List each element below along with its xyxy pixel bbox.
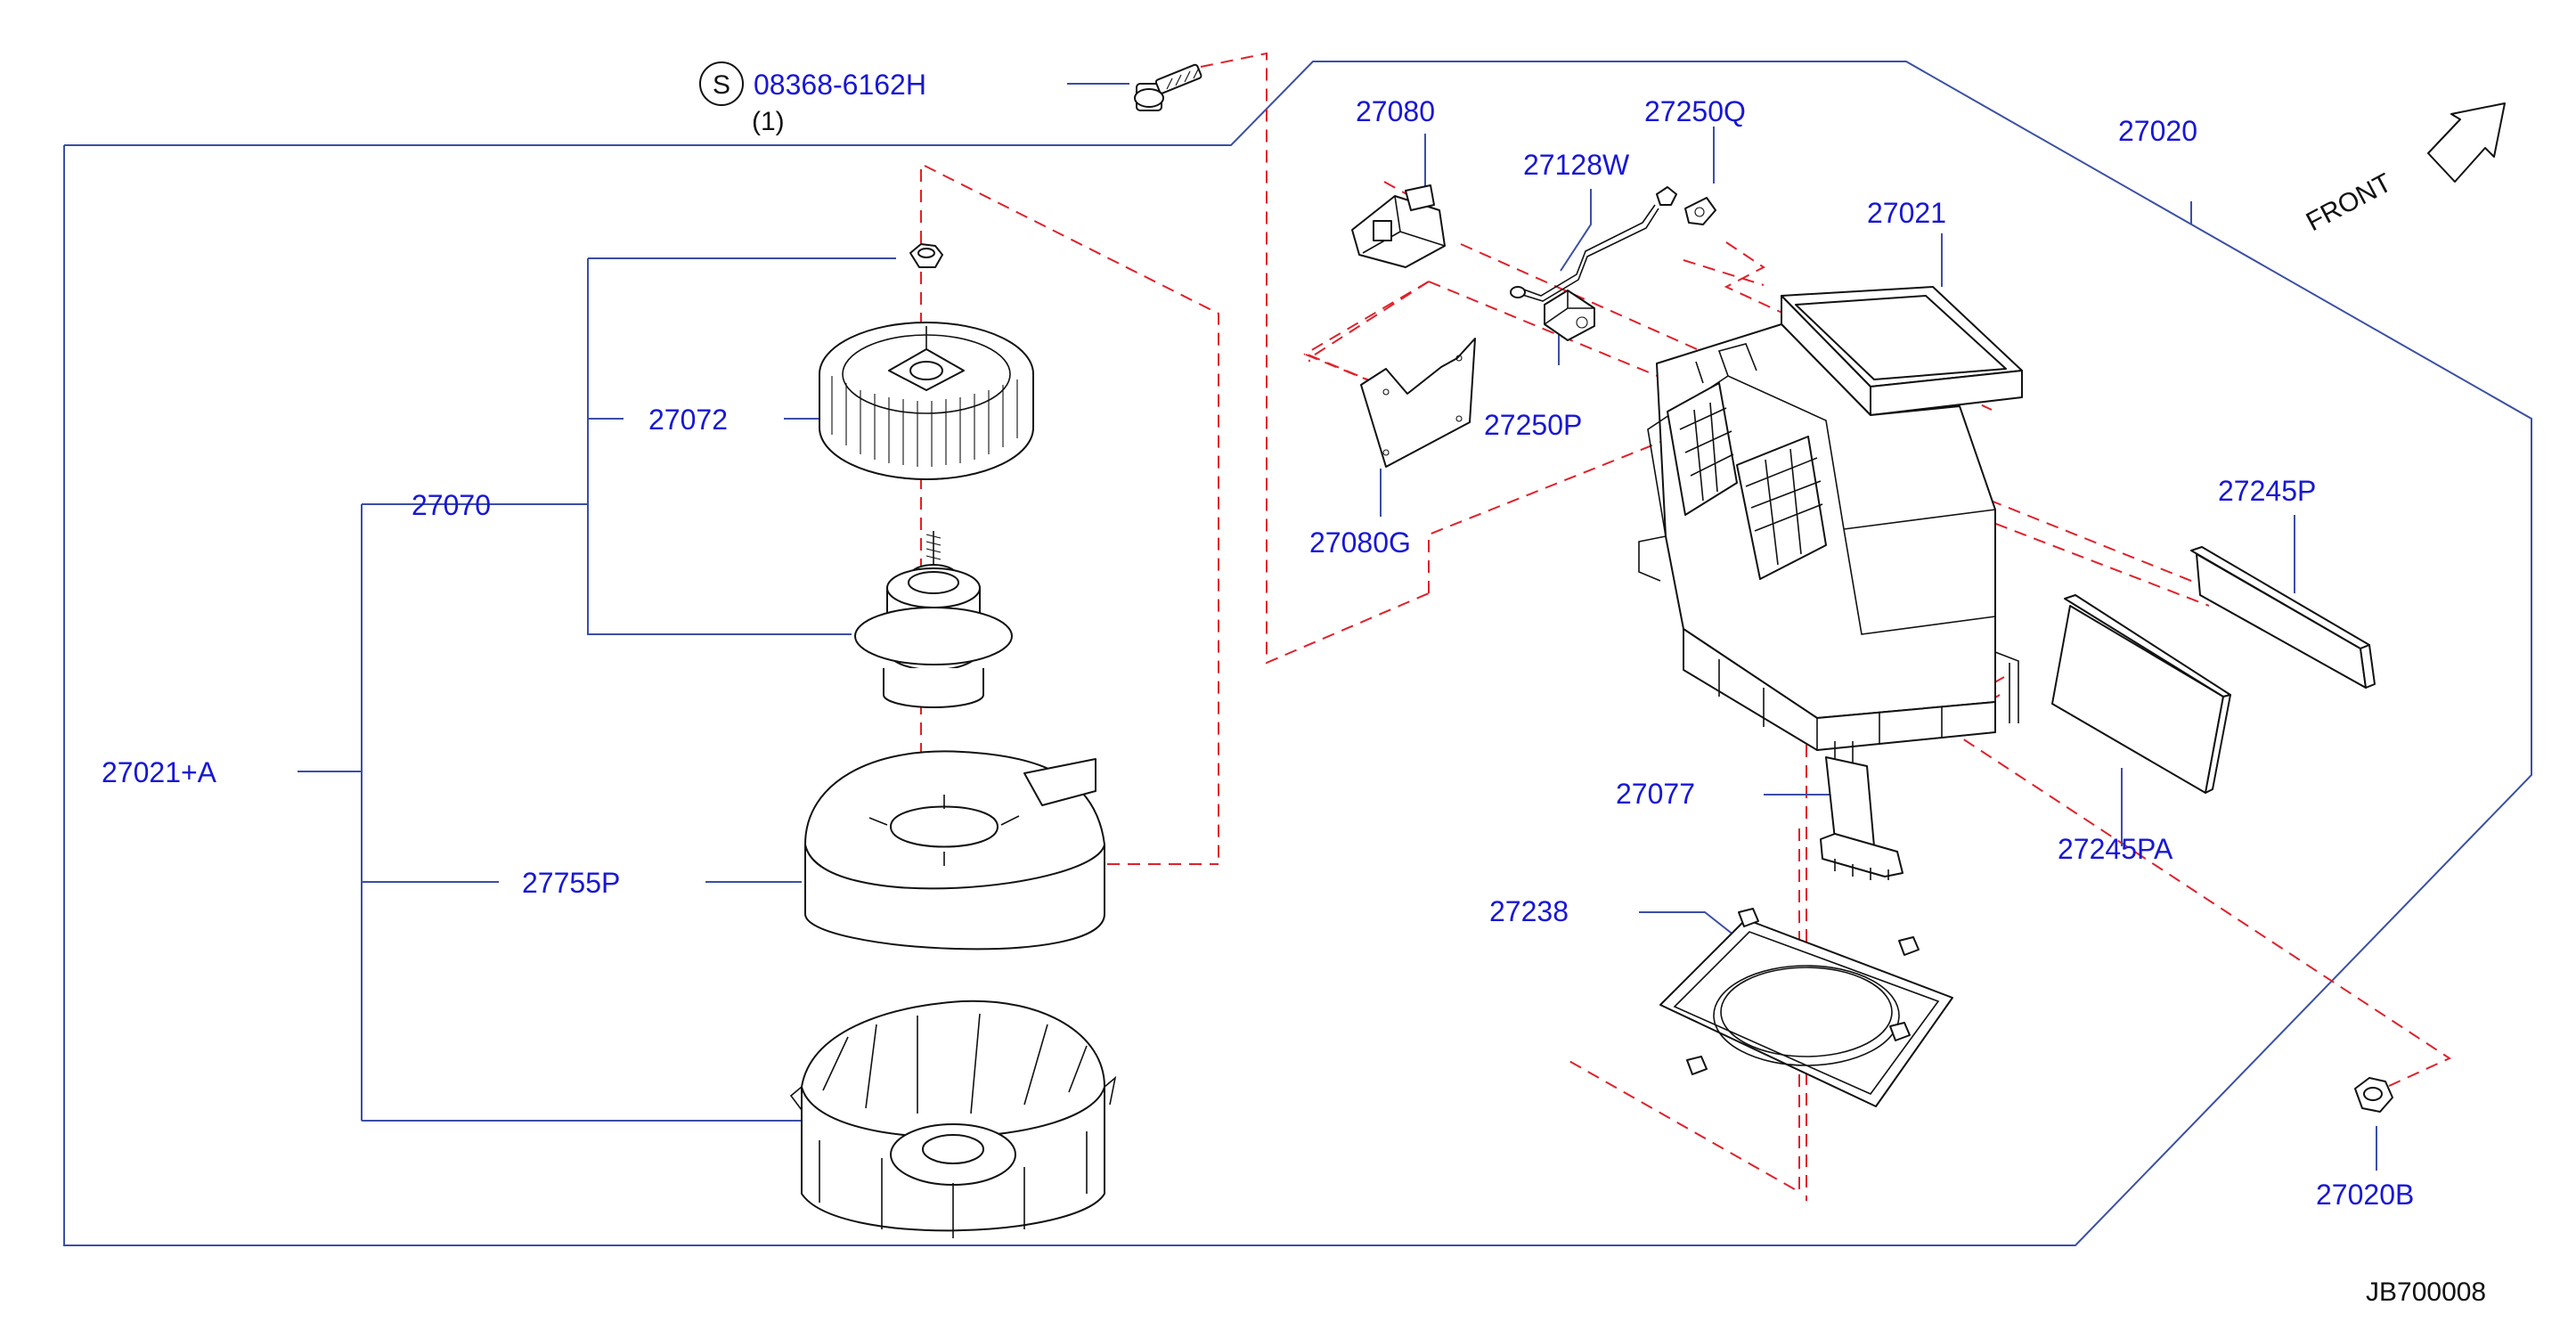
bolt-callout[interactable]: S 08368-6162H (1)	[699, 61, 926, 136]
rod-27128w-drawing	[1510, 204, 1659, 302]
clip-27250q-drawing	[1656, 186, 1716, 225]
resistor-27077-drawing	[1820, 756, 1903, 880]
lower-blower-case-drawing	[789, 1000, 1117, 1238]
part-number-27070[interactable]: 27070	[412, 489, 491, 521]
bolt-quantity: (1)	[752, 107, 785, 136]
part-number-27755p[interactable]: 27755P	[522, 867, 620, 899]
part-number-27250p[interactable]: 27250P	[1484, 409, 1582, 441]
front-orientation-label: FRONT	[2302, 168, 2397, 238]
assembly-boundary-frame	[63, 61, 2532, 1246]
part-number-27021a[interactable]: 27021+A	[102, 756, 217, 788]
bolt-part-number[interactable]: 08368-6162H	[754, 69, 926, 101]
bracket-27080-drawing	[1351, 184, 1446, 268]
front-direction-arrow-icon	[2427, 102, 2506, 183]
gasket-27080g-drawing	[1360, 338, 1476, 468]
part-number-27072[interactable]: 27072	[648, 404, 728, 436]
blower-nut-drawing	[909, 243, 943, 268]
part-number-27077[interactable]: 27077	[1616, 778, 1695, 810]
part-number-27245p[interactable]: 27245P	[2218, 475, 2316, 507]
part-number-27021[interactable]: 27021	[1867, 197, 1946, 229]
filter-27245p-drawing	[2190, 546, 2376, 689]
scroll-housing-27755p-drawing	[804, 750, 1105, 951]
filter-27245pa-drawing	[2051, 594, 2231, 794]
blower-fan-27072-drawing	[819, 322, 1034, 480]
bolt-s-symbol-icon	[699, 61, 744, 106]
drawing-number: JB700008	[2366, 1277, 2486, 1307]
nut-27020b-drawing	[2354, 1077, 2393, 1113]
bolt-08368-6162h-drawing	[1134, 63, 1202, 111]
bolt-symbol: S	[713, 70, 730, 100]
part-number-27080[interactable]: 27080	[1356, 95, 1435, 127]
intake-case-27021-drawing	[1638, 286, 2023, 767]
part-number-27020b[interactable]: 27020B	[2316, 1179, 2414, 1211]
part-number-27080g[interactable]: 27080G	[1309, 526, 1411, 559]
clip-27250p-drawing	[1544, 290, 1595, 341]
part-number-27020[interactable]: 27020	[2118, 115, 2197, 147]
blower-motor-drawing	[854, 531, 1013, 708]
part-number-27128w[interactable]: 27128W	[1523, 149, 1630, 181]
left-leader-tree	[298, 257, 896, 1122]
part-number-27238[interactable]: 27238	[1489, 895, 1569, 927]
seal-27238-drawing	[1659, 908, 1953, 1107]
part-number-27245pa[interactable]: 27245PA	[2058, 833, 2173, 865]
part-number-27250q[interactable]: 27250Q	[1644, 95, 1746, 127]
